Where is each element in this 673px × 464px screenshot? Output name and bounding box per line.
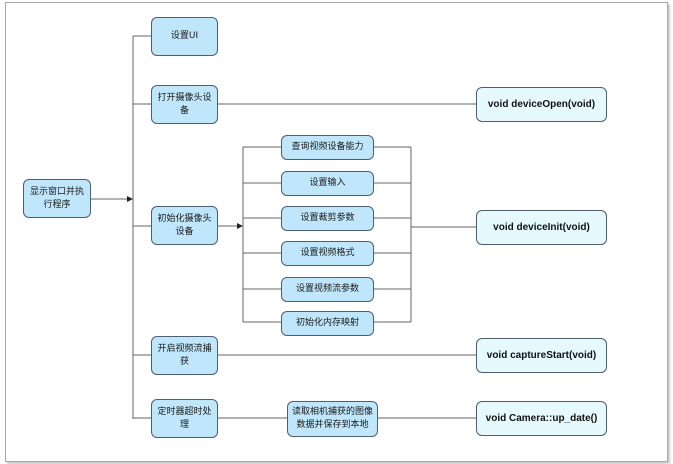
function-device-open: void deviceOpen(void) xyxy=(476,87,607,122)
node-start-capture: 开启视频流捕获 xyxy=(151,336,218,375)
step-query-capability: 查询视频设备能力 xyxy=(281,135,374,160)
step-read-save-image: 读取相机捕获的图像数据并保存到本地 xyxy=(287,401,378,437)
function-camera-update: void Camera::up_date() xyxy=(476,401,607,436)
step-set-stream-params: 设置视频流参数 xyxy=(281,277,374,302)
function-device-init: void deviceInit(void) xyxy=(476,210,607,245)
root-node: 显示窗口并执行程序 xyxy=(23,179,91,218)
node-open-camera: 打开摄像头设备 xyxy=(151,85,218,124)
step-set-input: 设置输入 xyxy=(281,171,374,196)
node-setup-ui: 设置UI xyxy=(151,17,218,56)
step-set-format: 设置视频格式 xyxy=(281,241,374,266)
node-timer-timeout: 定时器超时处理 xyxy=(151,399,218,438)
function-capture-start: void captureStart(void) xyxy=(476,338,607,373)
step-init-mmap: 初始化内存映射 xyxy=(281,311,374,336)
node-init-camera: 初始化摄像头设备 xyxy=(151,206,218,245)
step-set-crop: 设置裁剪参数 xyxy=(281,206,374,231)
